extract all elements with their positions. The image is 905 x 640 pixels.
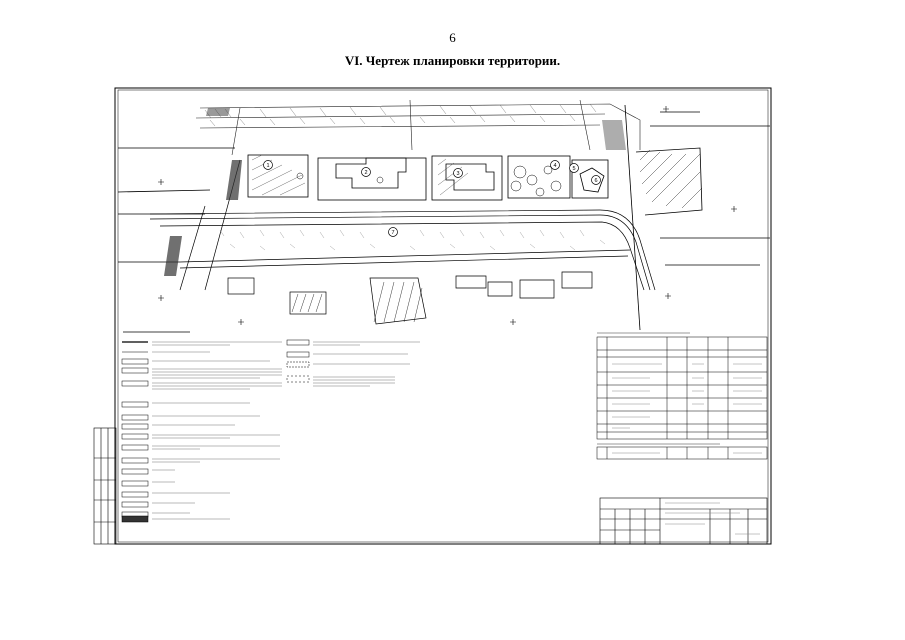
building-number: 5 — [572, 166, 575, 172]
right-side-blocks — [624, 104, 770, 331]
boulevard-lines — [149, 159, 656, 291]
building-number: 1 — [266, 163, 269, 169]
legend-column-2 — [286, 339, 420, 387]
building-number-circles — [263, 160, 601, 237]
street-top — [195, 99, 641, 156]
survey-crosses — [158, 106, 737, 325]
building-number: 3 — [456, 171, 459, 177]
building-number: 7 — [391, 230, 394, 236]
title-block — [599, 497, 768, 545]
building-number: 4 — [553, 163, 556, 169]
dark-hatch-areas — [164, 108, 626, 276]
drawing-inner-frame — [117, 89, 769, 543]
legend-text-lines — [152, 341, 282, 520]
drawing-frame — [114, 87, 772, 545]
building-number: 2 — [364, 170, 367, 176]
legend — [121, 331, 420, 523]
legend-symbols — [121, 341, 149, 523]
trees — [296, 165, 562, 197]
page-number: 6 — [449, 30, 456, 45]
building-number: 6 — [594, 178, 597, 184]
page-heading: VI. Чертеж планировки территории. — [344, 53, 561, 68]
site-plan: 1 2 3 4 5 6 7 — [117, 99, 770, 331]
boulevard-hatch — [219, 229, 606, 251]
lower-hatch — [291, 281, 423, 323]
binding-strip — [93, 427, 117, 545]
building-row — [247, 154, 609, 201]
lower-buildings — [227, 271, 593, 325]
right-hatch — [639, 149, 703, 209]
explication-table — [596, 332, 768, 460]
building-hatch — [251, 154, 469, 196]
